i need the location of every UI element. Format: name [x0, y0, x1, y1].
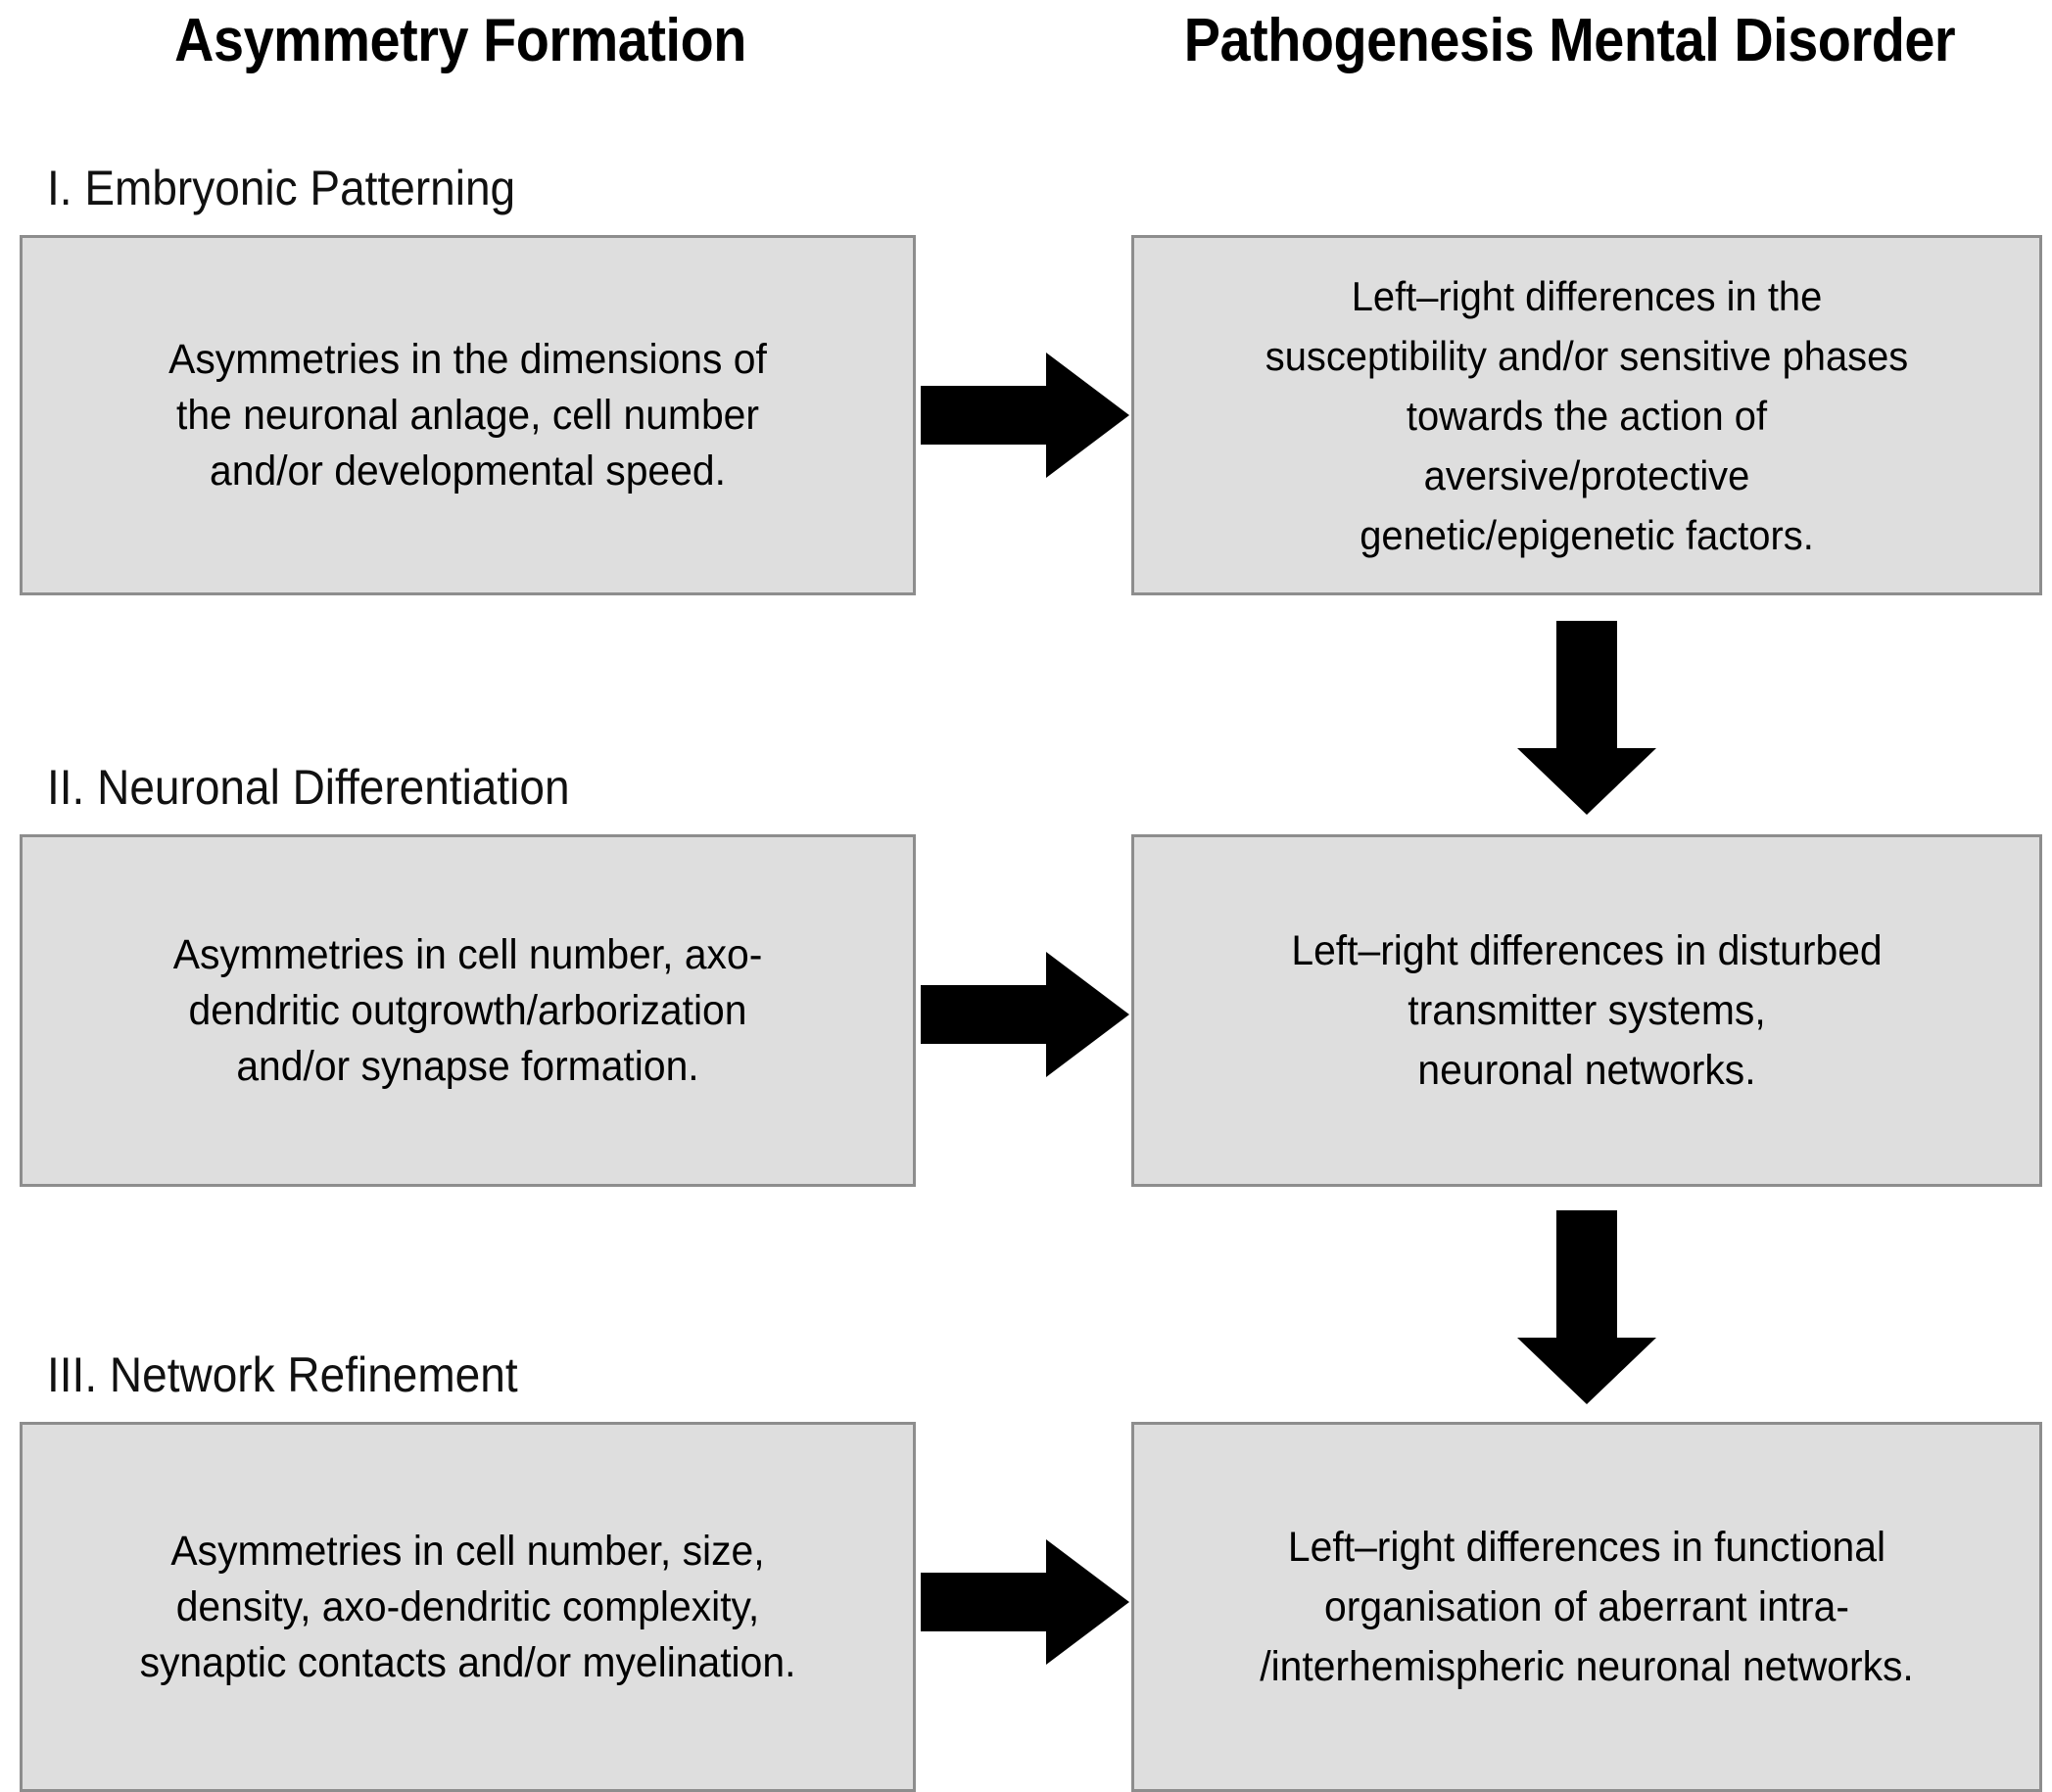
box-text: Left–right differences in functional org…	[1260, 1523, 1914, 1690]
section-heading-embryonic-patterning: I. Embryonic Patterning	[47, 161, 516, 215]
arrow-down-icon	[1513, 1210, 1660, 1406]
column-header-pathogenesis-mental-disorder: Pathogenesis Mental Disorder	[1183, 7, 1956, 74]
arrow-right-icon	[921, 1535, 1131, 1669]
box-text: Left–right differences in the susceptibi…	[1265, 272, 1909, 558]
arrow-right-icon	[921, 349, 1131, 482]
box-pathogenesis-neuronal-differentiation: Left–right differences in disturbed tran…	[1131, 834, 2042, 1187]
box-pathogenesis-embryonic-patterning: Left–right differences in the susceptibi…	[1131, 235, 2042, 595]
box-pathogenesis-network-refinement: Left–right differences in functional org…	[1131, 1422, 2042, 1792]
box-asymmetry-network-refinement: Asymmetries in cell number, size, densit…	[20, 1422, 916, 1792]
arrow-right-icon	[921, 948, 1131, 1081]
box-text: Asymmetries in cell number, axo- dendrit…	[172, 930, 763, 1090]
box-text: Asymmetries in the dimensions of the neu…	[168, 335, 767, 495]
section-heading-neuronal-differentiation: II. Neuronal Differentiation	[47, 760, 570, 815]
arrow-down-icon	[1513, 621, 1660, 817]
section-heading-network-refinement: III. Network Refinement	[47, 1347, 518, 1402]
box-text: Left–right differences in disturbed tran…	[1291, 926, 1883, 1094]
box-asymmetry-embryonic-patterning: Asymmetries in the dimensions of the neu…	[20, 235, 916, 595]
column-header-asymmetry-formation: Asymmetry Formation	[174, 7, 746, 74]
box-asymmetry-neuronal-differentiation: Asymmetries in cell number, axo- dendrit…	[20, 834, 916, 1187]
box-text: Asymmetries in cell number, size, densit…	[139, 1527, 796, 1686]
